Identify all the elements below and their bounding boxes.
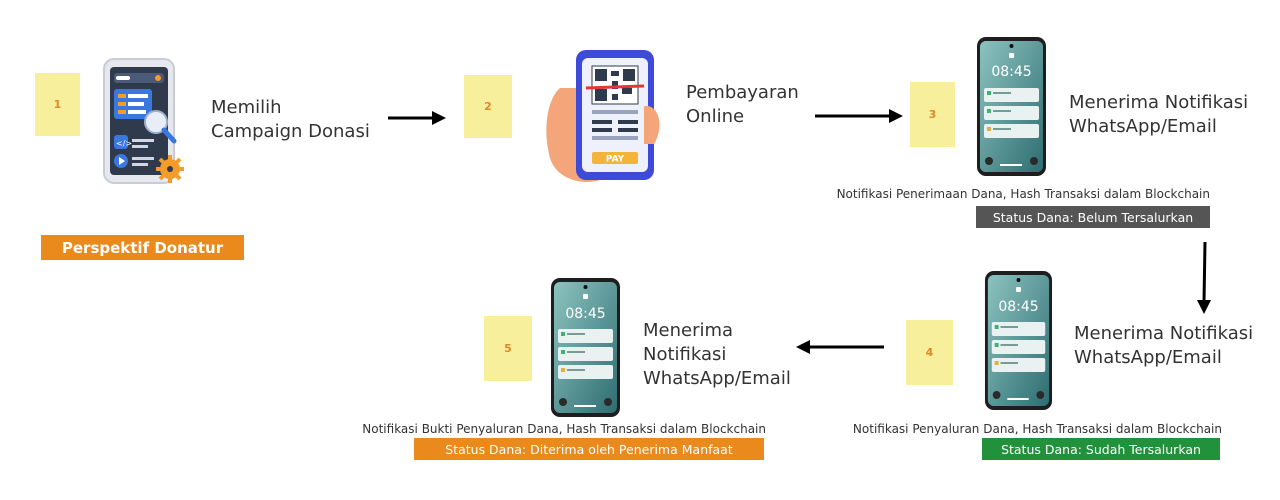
perspective-label: Perspektif Donatur xyxy=(41,235,244,260)
step-4-label-line-2: WhatsApp/Email xyxy=(1074,347,1222,368)
step-4-label-line-1: Menerima Notifikasi xyxy=(1074,323,1254,344)
step-3-label-line-2: WhatsApp/Email xyxy=(1069,116,1217,137)
step-3-note: Notifikasi Penerimaan Dana, Hash Transak… xyxy=(836,187,1210,201)
step-5-label-line-3: WhatsApp/Email xyxy=(643,368,791,389)
step-2-label-line-1: Pembayaran xyxy=(686,82,799,103)
mobile-app-settings-icon: </> xyxy=(103,58,184,184)
arrow-left xyxy=(796,340,884,354)
arrow-down xyxy=(1197,241,1211,314)
step-badge-3: 3 xyxy=(910,82,955,147)
step-badge-4: 4 xyxy=(906,320,953,385)
step-5-note: Notifikasi Bukti Penyaluran Dana, Hash T… xyxy=(362,422,766,436)
phone-notification-icon: 08:45 xyxy=(976,36,1047,177)
step-4-status-badge: Status Dana: Sudah Tersalurkan xyxy=(982,438,1220,460)
step-badge-2: 2 xyxy=(464,75,512,138)
arrow-right xyxy=(815,109,903,123)
phone-notification-icon: 08:45 xyxy=(984,270,1053,411)
step-4-note: Notifikasi Penyaluran Dana, Hash Transak… xyxy=(852,422,1222,436)
pay-button-text: PAY xyxy=(606,155,625,165)
arrow-right xyxy=(388,111,446,125)
phone-clock: 08:45 xyxy=(991,64,1032,80)
step-5-status-badge: Status Dana: Diterima oleh Penerima Manf… xyxy=(414,438,764,460)
step-badge-1: 1 xyxy=(35,73,80,136)
step-3-label-line-1: Menerima Notifikasi xyxy=(1069,92,1249,113)
step-5-label-line-2: Notifikasi xyxy=(643,344,727,365)
step-1-label-line-2: Campaign Donasi xyxy=(211,121,370,142)
step-2-label-line-2: Online xyxy=(686,106,745,127)
step-3-status-badge: Status Dana: Belum Tersalurkan xyxy=(976,206,1210,228)
svg-text:</>: </> xyxy=(116,139,132,148)
step-badge-5: 5 xyxy=(484,316,532,381)
qr-payment-phone-icon: PAY xyxy=(546,50,660,182)
step-1-label-line-1: Memilih xyxy=(211,97,282,118)
step-5-label-line-1: Menerima xyxy=(643,320,734,341)
phone-clock: 08:45 xyxy=(565,306,606,322)
phone-notification-icon: 08:45 xyxy=(550,277,621,418)
phone-clock: 08:45 xyxy=(998,299,1039,315)
